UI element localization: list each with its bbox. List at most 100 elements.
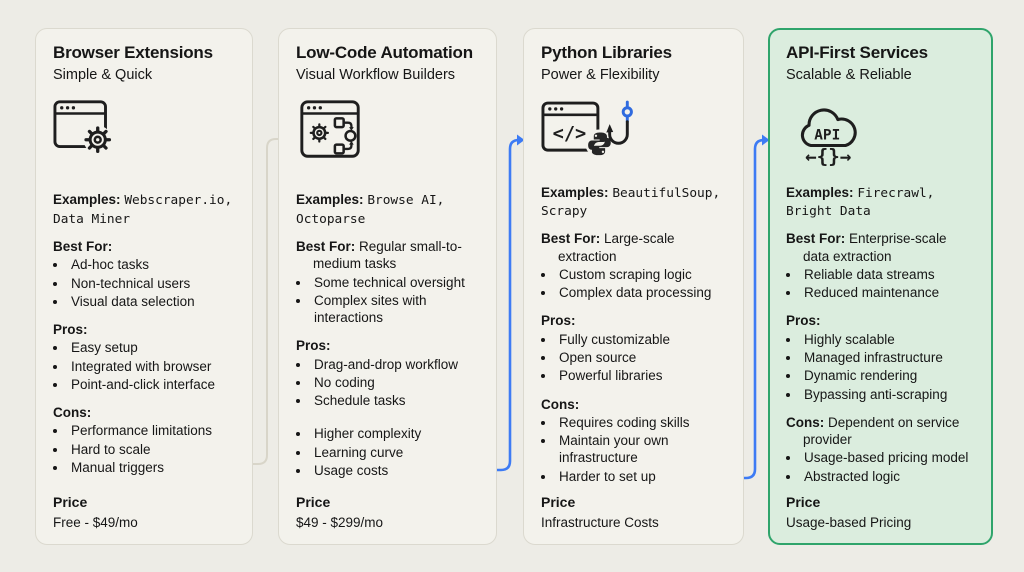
examples-value: Browse AI, Octoparse xyxy=(296,193,445,227)
list-item: Visual data selection xyxy=(68,293,235,310)
best-for-label: Best For: xyxy=(541,231,601,247)
best-for-heading: Best For: Enterprise-scale data extracti… xyxy=(786,230,975,265)
pros-list: Easy setup Integrated with browser Point… xyxy=(53,339,235,393)
card-subtitle: Simple & Quick xyxy=(53,66,153,83)
best-for-label: Best For: xyxy=(53,239,113,255)
best-for-inline: Large-scale extraction xyxy=(558,231,675,264)
cons-inline: Dependent on service provider xyxy=(803,414,960,448)
list-item: Point-and-click interface xyxy=(68,376,235,393)
pros-heading: Pros: xyxy=(786,312,975,329)
list-item: Easy setup xyxy=(68,339,235,356)
price-value: Free - $49/mo xyxy=(53,514,138,530)
card-subtitle: Scalable & Reliable xyxy=(786,66,912,83)
best-for-label: Best For: xyxy=(296,239,356,255)
list-item: Learning curve xyxy=(311,444,479,461)
list-item: Requires coding skills xyxy=(556,414,726,431)
cons-section: Cons: Dependent on service provider Usag… xyxy=(786,414,975,486)
list-item: Reliable data streams xyxy=(801,266,975,283)
browser-gear-icon xyxy=(53,99,235,181)
examples-value: Firecrawl, Bright Data xyxy=(786,185,935,219)
list-item: Non-technical users xyxy=(68,275,235,292)
pros-list: Fully customizable Open source Powerful … xyxy=(541,331,726,385)
examples-label: Examples: xyxy=(541,184,609,200)
price-label: Price xyxy=(53,493,88,510)
list-item: Custom scraping logic xyxy=(556,266,726,283)
cons-section: Cons: Performance limitations Hard to sc… xyxy=(53,404,235,477)
cons-section: Higher complexity Learning curve Usage c… xyxy=(296,424,479,480)
pros-heading: Pros: xyxy=(53,321,235,338)
list-item: Schedule tasks xyxy=(311,392,479,409)
api-braces-arrows-glyph: ←{}→ xyxy=(805,145,851,168)
code-brackets-glyph: </> xyxy=(553,124,587,145)
python-code-hook-icon: </> xyxy=(541,99,726,173)
pros-section: Pros: Easy setup Integrated with browser… xyxy=(53,321,235,394)
card-browser-extensions: Browser Extensions Simple & Quick Exampl… xyxy=(35,28,253,545)
python-logo-icon xyxy=(588,132,611,156)
list-item: Some technical oversight xyxy=(311,274,479,291)
examples-label: Examples: xyxy=(53,192,121,208)
price-label: Price xyxy=(296,493,331,510)
price-section: Price Infrastructure Costs xyxy=(541,486,726,531)
list-item: Complex data processing xyxy=(556,284,726,301)
card-title: Browser Extensions xyxy=(53,43,213,62)
examples-line: Examples: BeautifulSoup, Scrapy xyxy=(541,184,726,221)
examples-line: Examples: Firecrawl, Bright Data xyxy=(786,184,975,221)
best-for-section: Best For: Regular small-to-medium tasks … xyxy=(296,238,479,327)
best-for-section: Best For: Large-scale extraction Custom … xyxy=(541,230,726,302)
list-item: Open source xyxy=(556,349,726,366)
price-label: Price xyxy=(786,493,821,510)
best-for-list: Some technical oversight Complex sites w… xyxy=(296,274,479,327)
best-for-list: Reliable data streams Reduced maintenanc… xyxy=(786,266,975,302)
card-python-libraries: Python Libraries Power & Flexibility </> xyxy=(523,28,744,545)
list-item: Ad-hoc tasks xyxy=(68,256,235,273)
pros-list: Drag-and-drop workflow No coding Schedul… xyxy=(296,356,479,410)
pros-section: Pros: Highly scalable Managed infrastruc… xyxy=(786,312,975,403)
pros-label: Pros: xyxy=(786,313,821,329)
cons-label: Cons: xyxy=(541,396,580,412)
list-item: Maintain your own infrastructure xyxy=(556,432,726,467)
list-item: Drag-and-drop workflow xyxy=(311,356,479,373)
list-item: Abstracted logic xyxy=(801,468,975,485)
flow-arrow-icon xyxy=(494,134,525,472)
list-item: Highly scalable xyxy=(801,331,975,348)
api-cloud-icon: API ←{}→ xyxy=(786,99,975,173)
card-api-first-services: API-First Services Scalable & Reliable A… xyxy=(768,28,993,545)
examples-label: Examples: xyxy=(786,184,854,200)
price-value: $49 - $299/mo xyxy=(296,514,384,530)
examples-line: Examples: Webscraper.io, Data Miner xyxy=(53,191,235,228)
best-for-section: Best For: Enterprise-scale data extracti… xyxy=(786,230,975,302)
pros-label: Pros: xyxy=(541,313,576,329)
pros-list: Highly scalable Managed infrastructure D… xyxy=(786,331,975,403)
list-item: Higher complexity xyxy=(311,425,479,442)
price-section: Price Free - $49/mo xyxy=(53,486,235,531)
cons-list: Performance limitations Hard to scale Ma… xyxy=(53,422,235,476)
list-item: Usage costs xyxy=(311,462,479,479)
best-for-list: Ad-hoc tasks Non-technical users Visual … xyxy=(53,256,235,310)
list-item: Fully customizable xyxy=(556,331,726,348)
list-item: Reduced maintenance xyxy=(801,284,975,301)
pros-heading: Pros: xyxy=(541,312,726,329)
list-item: Integrated with browser xyxy=(68,358,235,375)
price-label: Price xyxy=(541,493,576,510)
cons-list: Usage-based pricing model Abstracted log… xyxy=(786,449,975,485)
examples-value: Webscraper.io, Data Miner xyxy=(53,193,233,227)
workflow-builder-icon xyxy=(296,99,479,181)
card-subtitle: Visual Workflow Builders xyxy=(296,66,456,83)
list-item: Bypassing anti-scraping xyxy=(801,386,975,403)
price-section: Price $49 - $299/mo xyxy=(296,486,479,531)
cons-list: Requires coding skills Maintain your own… xyxy=(541,414,726,485)
cons-list: Higher complexity Learning curve Usage c… xyxy=(296,425,479,479)
flow-arrow-icon xyxy=(739,134,770,480)
pros-section: Pros: Fully customizable Open source Pow… xyxy=(541,312,726,385)
price-section: Price Usage-based Pricing xyxy=(786,486,975,531)
cons-label: Cons: xyxy=(53,405,92,421)
examples-line: Examples: Browse AI, Octoparse xyxy=(296,191,479,228)
list-item: Performance limitations xyxy=(68,422,235,439)
card-subtitle: Power & Flexibility xyxy=(541,66,660,83)
cons-heading: Cons: xyxy=(53,404,235,421)
price-value: Usage-based Pricing xyxy=(786,514,912,530)
price-value: Infrastructure Costs xyxy=(541,514,659,530)
card-title: Low-Code Automation xyxy=(296,43,473,62)
list-item: Complex sites with interactions xyxy=(311,292,479,327)
pros-section: Pros: Drag-and-drop workflow No coding S… xyxy=(296,337,479,410)
